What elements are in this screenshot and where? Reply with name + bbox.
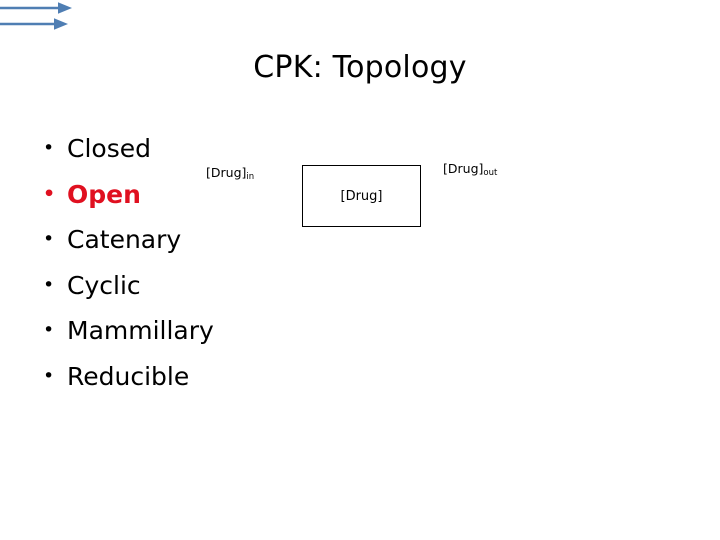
list-item-reducible: Reducible bbox=[40, 354, 270, 400]
list-item-open: Open bbox=[40, 172, 270, 218]
page-title: CPK: Topology bbox=[253, 50, 467, 85]
inflow-arrow bbox=[0, 0, 72, 16]
outflow-concentration-label: [Drug]out bbox=[443, 161, 498, 178]
list-item-label: Reducible bbox=[67, 361, 190, 391]
outflow-label-base: [Drug] bbox=[443, 161, 484, 176]
compartment-label: [Drug] bbox=[303, 166, 420, 226]
outflow-label-subscript: out bbox=[483, 168, 498, 178]
list-item-cyclic: Cyclic bbox=[40, 263, 270, 309]
list-item-label: Cyclic bbox=[67, 270, 141, 300]
list-item-label: Closed bbox=[67, 134, 151, 163]
list-item-label: Open bbox=[67, 179, 141, 209]
compartment-label-text: [Drug] bbox=[340, 188, 383, 204]
drug-compartment-box: [Drug] bbox=[302, 165, 421, 227]
list-item-label: Mammillary bbox=[67, 316, 214, 345]
list-item-closed: Closed bbox=[40, 126, 270, 172]
list-item-label: Catenary bbox=[67, 225, 182, 254]
list-item-mammillary: Mammillary bbox=[40, 308, 270, 354]
inflow-arrow-icon bbox=[0, 2, 72, 14]
list-item-catenary: Catenary bbox=[40, 217, 270, 263]
topology-bullet-list: Closed Open Catenary Cyclic Mammillary R… bbox=[40, 126, 270, 399]
outflow-arrow bbox=[0, 16, 68, 32]
outflow-arrow-icon bbox=[0, 18, 68, 30]
